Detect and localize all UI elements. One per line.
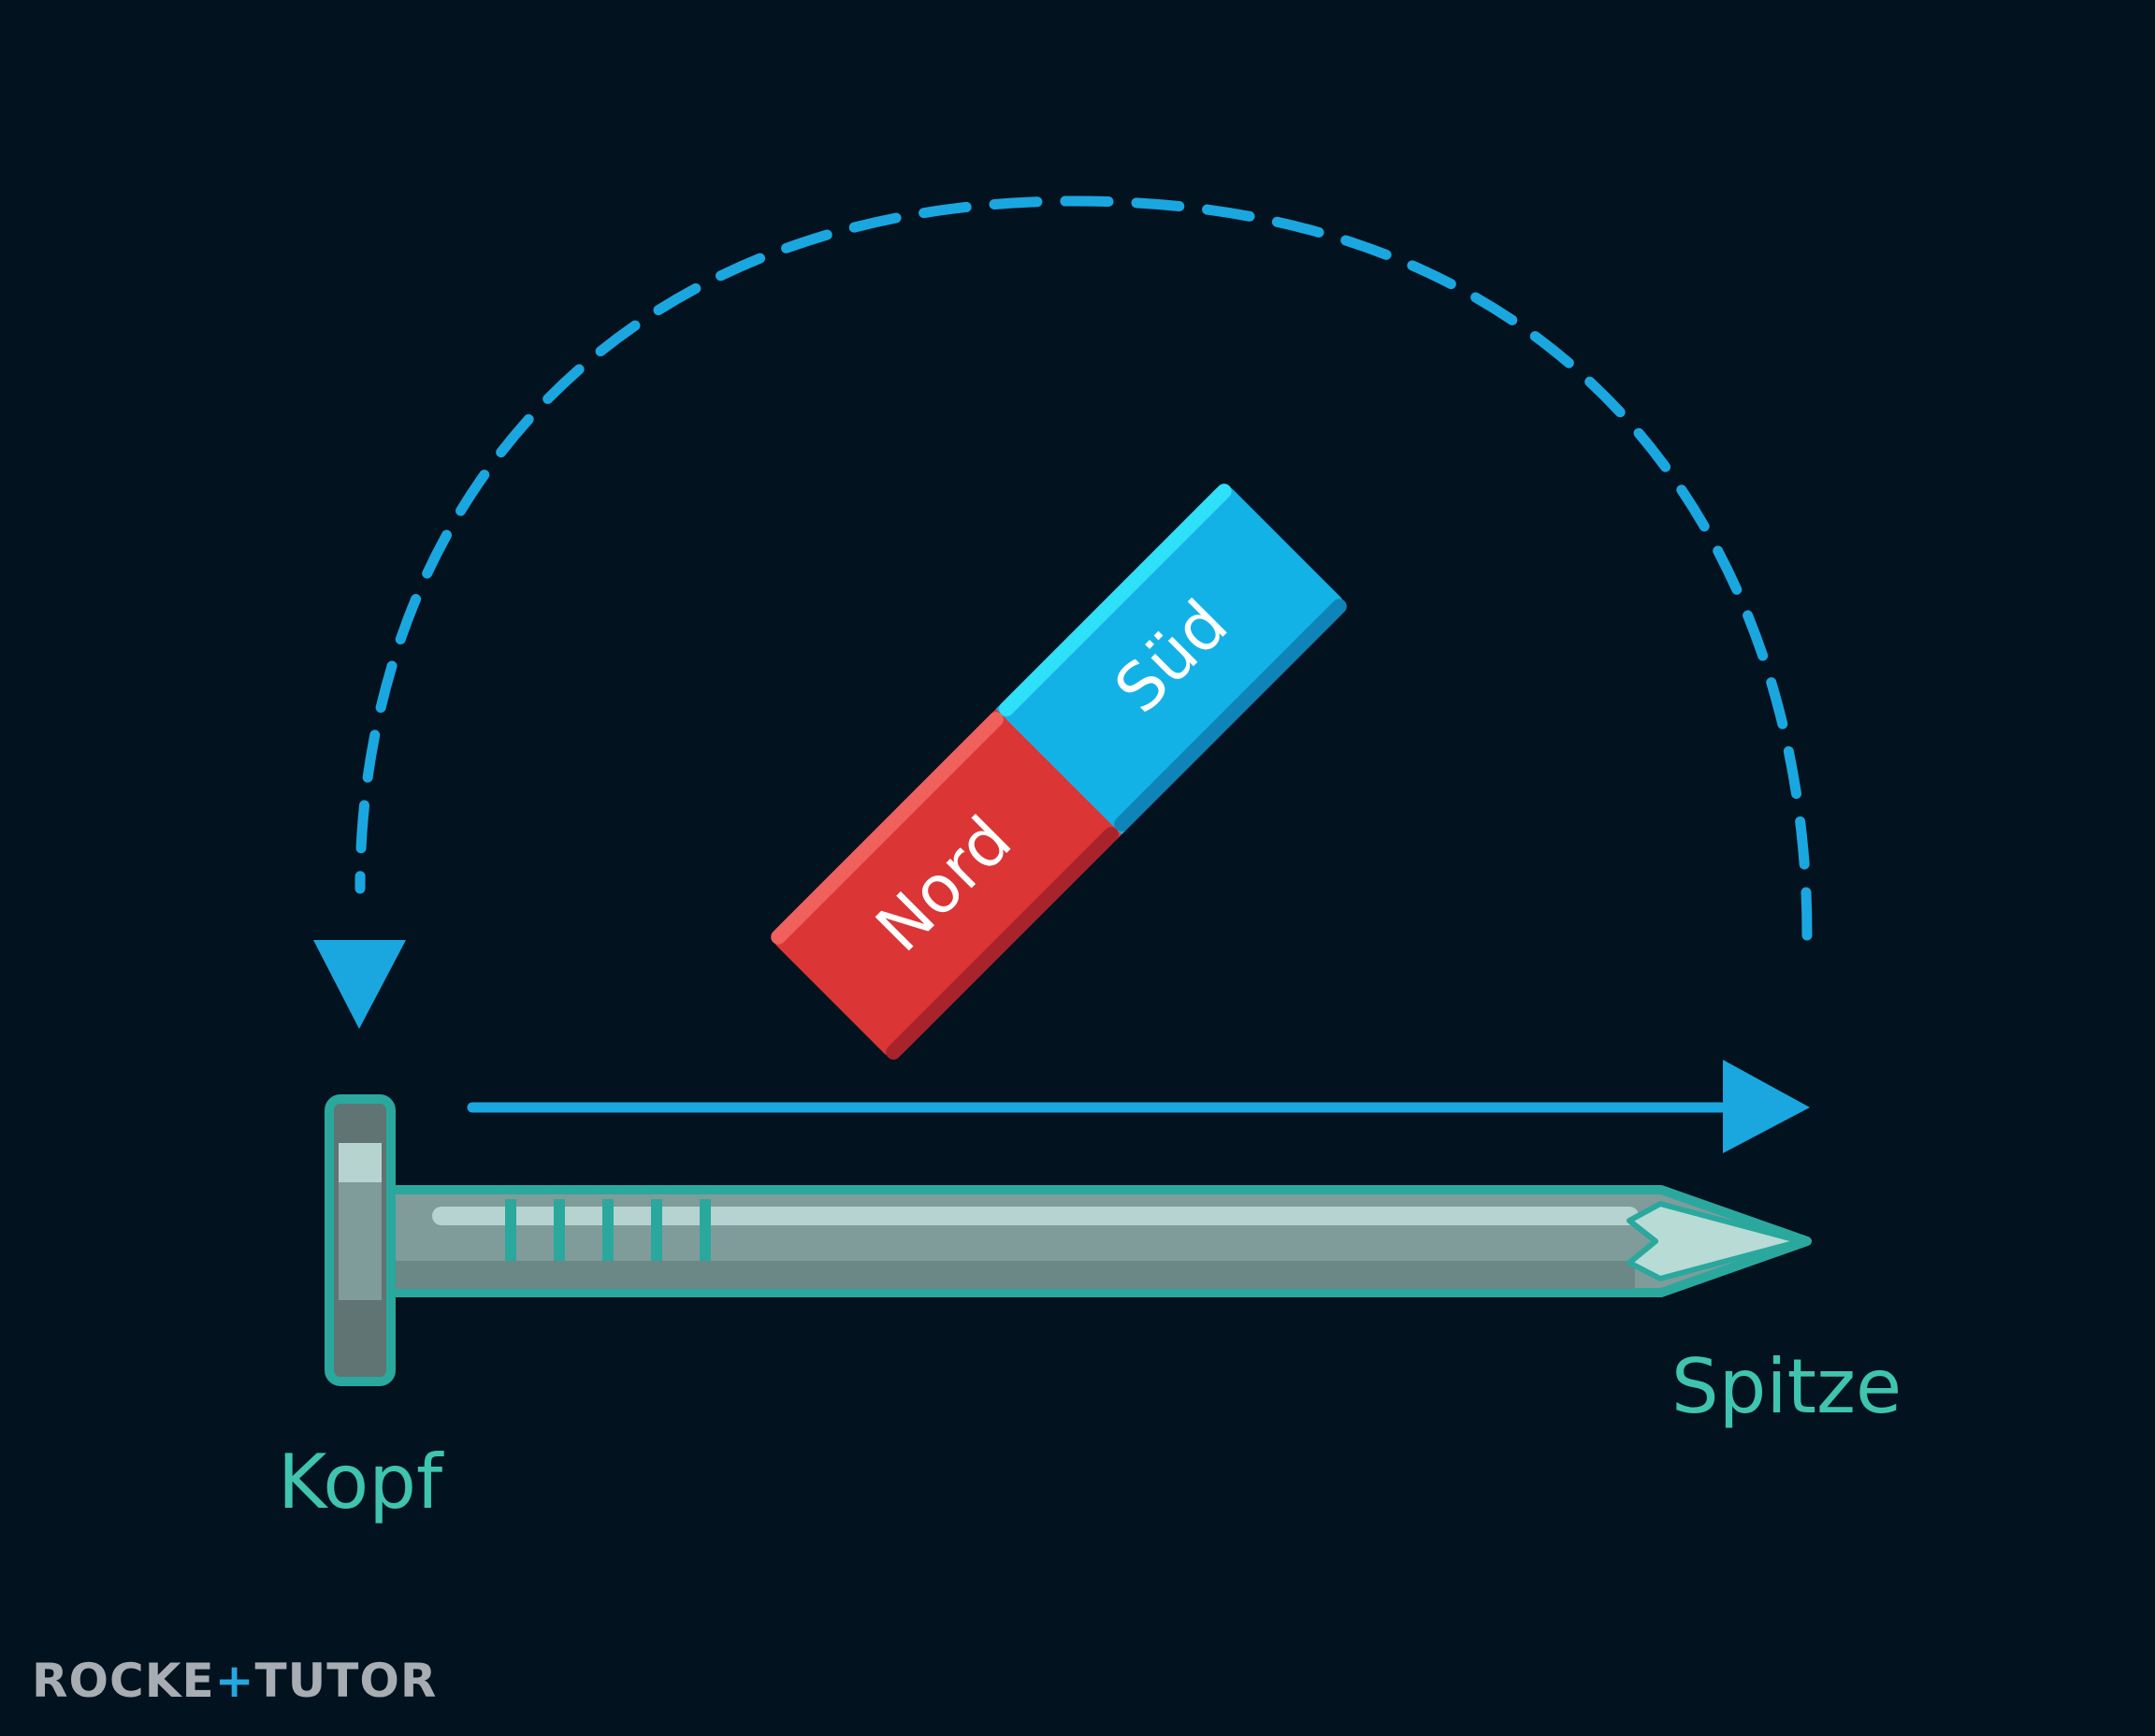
nail-tip-label: Spitze [1671, 1343, 1902, 1430]
dashed-arc [354, 195, 1813, 941]
dashed-motion-arrow [313, 195, 1813, 1029]
straight-direction-arrow [467, 1060, 1810, 1153]
bar-magnet: Nord Süd [771, 484, 1347, 1060]
nail-head-label: Kopf [278, 1439, 444, 1526]
magnet-south-pole [1001, 485, 1345, 830]
nail-shaft-shade [391, 1261, 1635, 1289]
nail-head-mid [339, 1182, 382, 1300]
nail-head-highlight [339, 1143, 382, 1182]
magnet-north-pole [773, 714, 1117, 1058]
nail-grooves [505, 1199, 711, 1261]
nail [325, 1094, 1812, 1386]
rockettutor-logo: ROCKE+TUTOR [32, 1654, 438, 1708]
nail-tip [1627, 1201, 1803, 1281]
nail-shaft-highlight [432, 1207, 1639, 1225]
dashed-arrowhead [313, 940, 406, 1029]
straight-arrowhead [1723, 1060, 1810, 1153]
